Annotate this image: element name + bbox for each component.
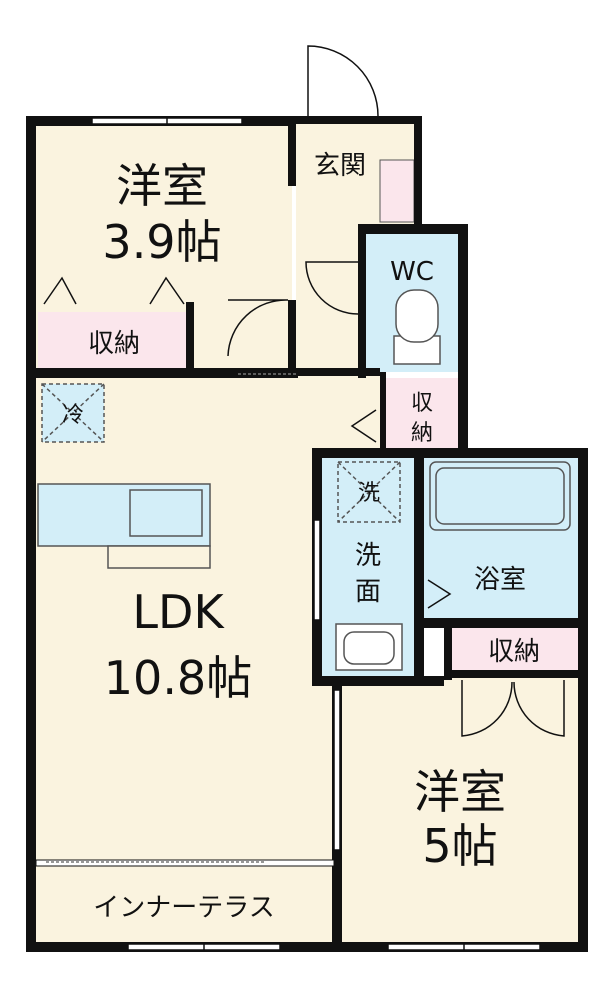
ldk-name: LDK [132,585,225,639]
wc-label: WC [390,257,434,287]
entrance-door [307,45,379,117]
terrace-label: インナーテラス [93,893,274,923]
storage-hall-label-1: 収 [411,391,433,416]
western-2-size: 5帖 [422,819,497,873]
ldk-floor [34,376,334,866]
hall-door [350,409,377,443]
western-1-door [227,299,289,357]
western-1-name: 洋室 [116,159,208,213]
western-2-name: 洋室 [414,765,506,819]
fridge-label: 冷 [62,403,84,428]
labels: 洋室 3.9帖 玄関 WC 収納 収 納 冷 洗 洗 面 浴室 収納 LDK 1… [62,151,540,923]
ldk-size: 10.8帖 [104,651,252,705]
window-washroom [313,519,321,621]
storage-hall-floor [384,378,460,452]
storage-w2-label: 収納 [488,637,540,667]
storage-w1-floor [38,312,190,368]
terrace-floor [34,866,334,946]
kitchen-sink [129,489,203,537]
storage-w1-door-right [149,276,185,305]
windows [91,117,541,951]
toilet-bowl [395,289,439,343]
bath-label: 浴室 [474,565,526,595]
kitchen-step [107,545,211,569]
doors [43,45,565,863]
storage-hall-label-2: 納 [411,421,433,446]
storage-w1-label: 収納 [88,329,140,359]
washroom-label-2: 面 [355,577,381,607]
window-ldk-side [333,689,341,851]
fixtures [37,289,571,671]
storage-w1-door-left [43,276,77,305]
storage-w2-door [461,680,565,737]
storage-w2-floor [452,628,578,672]
washer-label: 洗 [358,481,380,506]
bath-door [427,579,452,609]
genkan-label: 玄関 [314,151,366,181]
western-1-size: 3.9帖 [102,215,221,269]
genkan-shoebox [379,159,415,223]
wc-door [305,261,359,315]
washroom-label-1: 洗 [355,541,381,571]
